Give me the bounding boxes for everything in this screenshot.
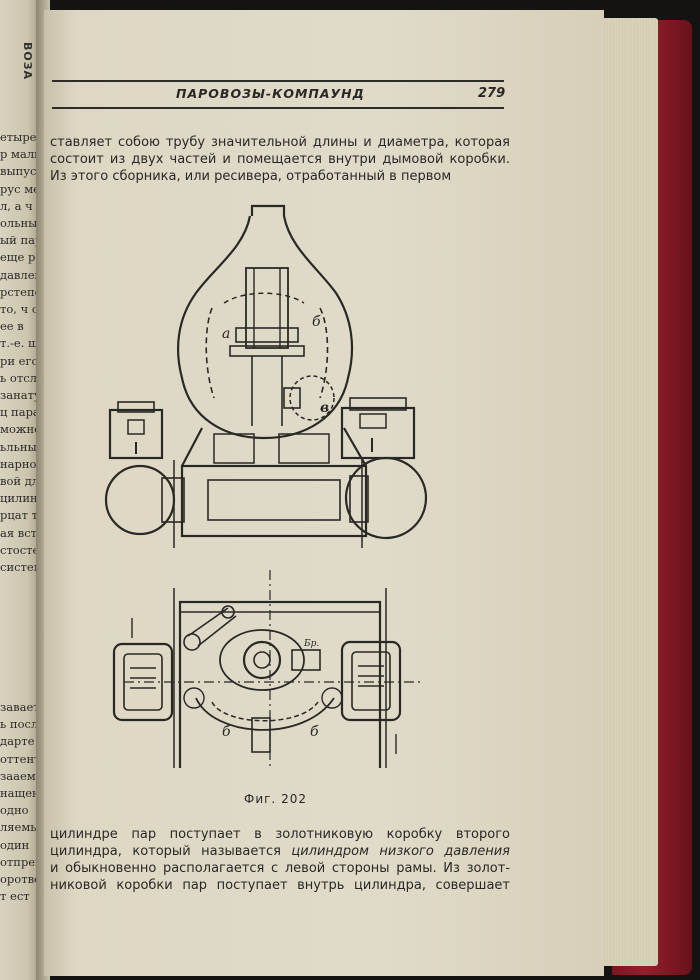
left-running-head: ВОЗА bbox=[21, 42, 34, 81]
left-page-fragment: ее в bbox=[0, 319, 24, 334]
text-line: цилиндра, который называется цилиндром н… bbox=[50, 843, 510, 860]
left-page-fragment: т ест bbox=[0, 889, 30, 904]
left-page-fragment: вой для bbox=[0, 474, 40, 488]
figure-label-b-top: б bbox=[312, 314, 321, 330]
left-page-fragment: нарного bbox=[0, 456, 40, 471]
figure-202: а б в б б Бр. bbox=[104, 198, 444, 768]
left-page-fragment: одно bbox=[0, 803, 29, 818]
locomotive-drawing: а б в б б Бр. bbox=[104, 204, 428, 768]
left-page-fragment: л, а ч bbox=[0, 198, 33, 213]
left-page-fragment: можно bbox=[0, 422, 40, 437]
left-page-fragment: ри его bbox=[0, 353, 39, 368]
figure-label-b-right: б bbox=[310, 724, 319, 740]
text-line: цилиндре пар поступает в золотниковую ко… bbox=[50, 827, 510, 842]
left-page-fragment: цилинд bbox=[0, 491, 40, 506]
text-line: Из этого сборника, или ресивера, отработ… bbox=[50, 169, 452, 184]
left-page-fragment: оротве bbox=[0, 872, 40, 886]
left-page-fragment: ь последн bbox=[0, 717, 40, 732]
left-page-fragment: стостей bbox=[0, 542, 40, 557]
left-page-fragment: ый пар н bbox=[0, 233, 40, 248]
page-stack-edge bbox=[598, 18, 658, 966]
left-page-fragment: занату bbox=[0, 388, 40, 402]
left-page-fragment: етыре bbox=[0, 130, 37, 144]
left-page-fragment: т.-е. шел bbox=[0, 336, 40, 351]
term-low-pressure-cylinder: цилиндром низкого давления bbox=[291, 844, 510, 859]
text-run: цилиндра, который называется bbox=[50, 844, 292, 859]
left-page-fragment: ая встав bbox=[0, 525, 40, 540]
header-rule-top bbox=[52, 80, 504, 82]
left-page-fragment: ляемы bbox=[0, 820, 40, 835]
figure-label-b-left: б bbox=[222, 724, 231, 740]
left-page-fragment: нащение bbox=[0, 786, 40, 800]
figure-label-br: Бр. bbox=[303, 639, 319, 649]
left-page: ВОЗА етыре р малы выпуск рус мен л, а ч ольны… bbox=[0, 0, 40, 980]
body-text-top: ставляет собою трубу значительной длины … bbox=[50, 134, 510, 185]
left-page-fragment: давлени bbox=[0, 267, 40, 282]
body-text-bottom: цилиндре пар поступает в золотниковую ко… bbox=[50, 826, 510, 894]
left-page-fragment: отпрен bbox=[0, 854, 40, 869]
left-page-fragment: рус мен bbox=[0, 181, 40, 196]
left-page-fragment: зааемни bbox=[0, 768, 40, 783]
left-page-fragment: рцат тол bbox=[0, 508, 40, 523]
text-line: ставляет собою трубу значительной длины … bbox=[50, 135, 510, 150]
left-page-fragment: то, ч о bbox=[0, 302, 39, 316]
header-rule-bottom bbox=[52, 107, 504, 109]
left-page-fragment: рстепен bbox=[0, 284, 40, 299]
right-page: ПАРОВОЗЫ-КОМПАУНД 279 ставляет собою тру… bbox=[44, 10, 604, 976]
text-line: и обыкновенно располагается с левой стор… bbox=[50, 861, 510, 876]
figure-label-a: а bbox=[222, 326, 230, 342]
left-page-fragment: выпуск bbox=[0, 164, 40, 179]
left-page-fragment: заваете bbox=[0, 700, 40, 714]
left-page-fragment: еще ран bbox=[0, 250, 40, 265]
left-page-fragment: ц пара bbox=[0, 405, 40, 420]
left-page-fragment: оттентон bbox=[0, 751, 40, 766]
left-page-fragment: ьльным ди bbox=[0, 439, 40, 454]
left-page-fragment: один bbox=[0, 837, 30, 852]
left-page-fragment: р малы bbox=[0, 147, 40, 162]
text-line: состоит из двух частей и помещается внут… bbox=[50, 152, 510, 167]
left-page-fragment: ольный bbox=[0, 216, 40, 230]
left-page-fragment: дарте оп bbox=[0, 734, 40, 749]
left-page-fragment: систем bbox=[0, 560, 40, 574]
page-number: 279 bbox=[478, 86, 506, 101]
figure-caption: Фиг. 202 bbox=[244, 792, 307, 806]
running-head: ПАРОВОЗЫ-КОМПАУНД bbox=[176, 86, 365, 101]
left-page-fragment: ь отслед bbox=[0, 370, 40, 385]
text-line: никовой коробки пар поступает внутрь цил… bbox=[50, 878, 510, 893]
figure-label-v: в bbox=[320, 400, 329, 416]
